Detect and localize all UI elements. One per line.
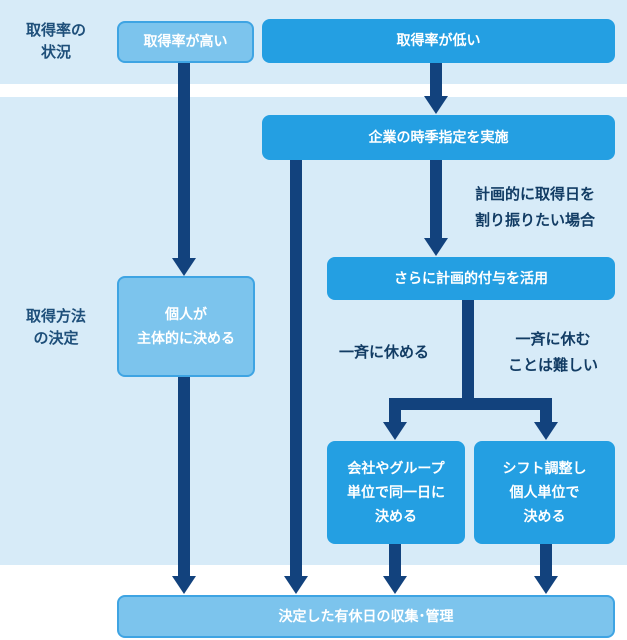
arrow-high-to-individual-head bbox=[172, 258, 196, 276]
arrow-shift-to-final bbox=[540, 544, 552, 576]
arrow-split-right bbox=[540, 398, 552, 424]
box-individual: 個人が 主体的に決める bbox=[117, 276, 255, 377]
arrow-company-to-planned bbox=[430, 160, 442, 240]
row-label-method: 取得方法 の決定 bbox=[25, 307, 86, 347]
box-shift-individual: シフト調整し 個人単位で 決める bbox=[474, 441, 615, 544]
arrow-individual-to-final-head bbox=[172, 576, 196, 594]
arrow-planned-stem bbox=[462, 300, 474, 398]
box-company-designation: 企業の時季指定を実施 bbox=[262, 115, 615, 160]
note-not-simultaneous: 一斉に休む ことは難しい bbox=[507, 330, 598, 374]
arrow-company-to-planned-head bbox=[424, 238, 448, 256]
arrow-company-to-final bbox=[290, 160, 302, 576]
arrow-company-to-final-head bbox=[284, 576, 308, 594]
arrow-low-to-company-head bbox=[424, 96, 448, 114]
note-simultaneous: 一斉に休める bbox=[338, 343, 429, 361]
arrow-split-left bbox=[389, 398, 401, 424]
arrow-shift-to-final-head bbox=[534, 576, 558, 594]
arrow-split-right-head bbox=[534, 422, 558, 440]
arrow-split-left-head bbox=[383, 422, 407, 440]
box-final: 決定した有休日の収集･管理 bbox=[117, 595, 615, 638]
arrow-group-to-final bbox=[389, 544, 401, 576]
row-label-status: 取得率の 状況 bbox=[25, 21, 86, 61]
box-high-rate: 取得率が高い bbox=[117, 21, 254, 63]
box-planned-grant: さらに計画的付与を活用 bbox=[327, 257, 615, 300]
arrow-individual-to-final bbox=[178, 376, 190, 576]
arrow-low-to-company bbox=[430, 62, 442, 98]
arrow-split-bar bbox=[389, 398, 552, 410]
arrow-group-to-final-head bbox=[383, 576, 407, 594]
box-low-rate: 取得率が低い bbox=[262, 19, 615, 63]
arrow-high-to-individual bbox=[178, 62, 190, 260]
box-group-day: 会社やグループ 単位で同一日に 決める bbox=[327, 441, 465, 544]
note-planned-case: 計画的に取得日を 割り振りたい場合 bbox=[474, 185, 595, 229]
